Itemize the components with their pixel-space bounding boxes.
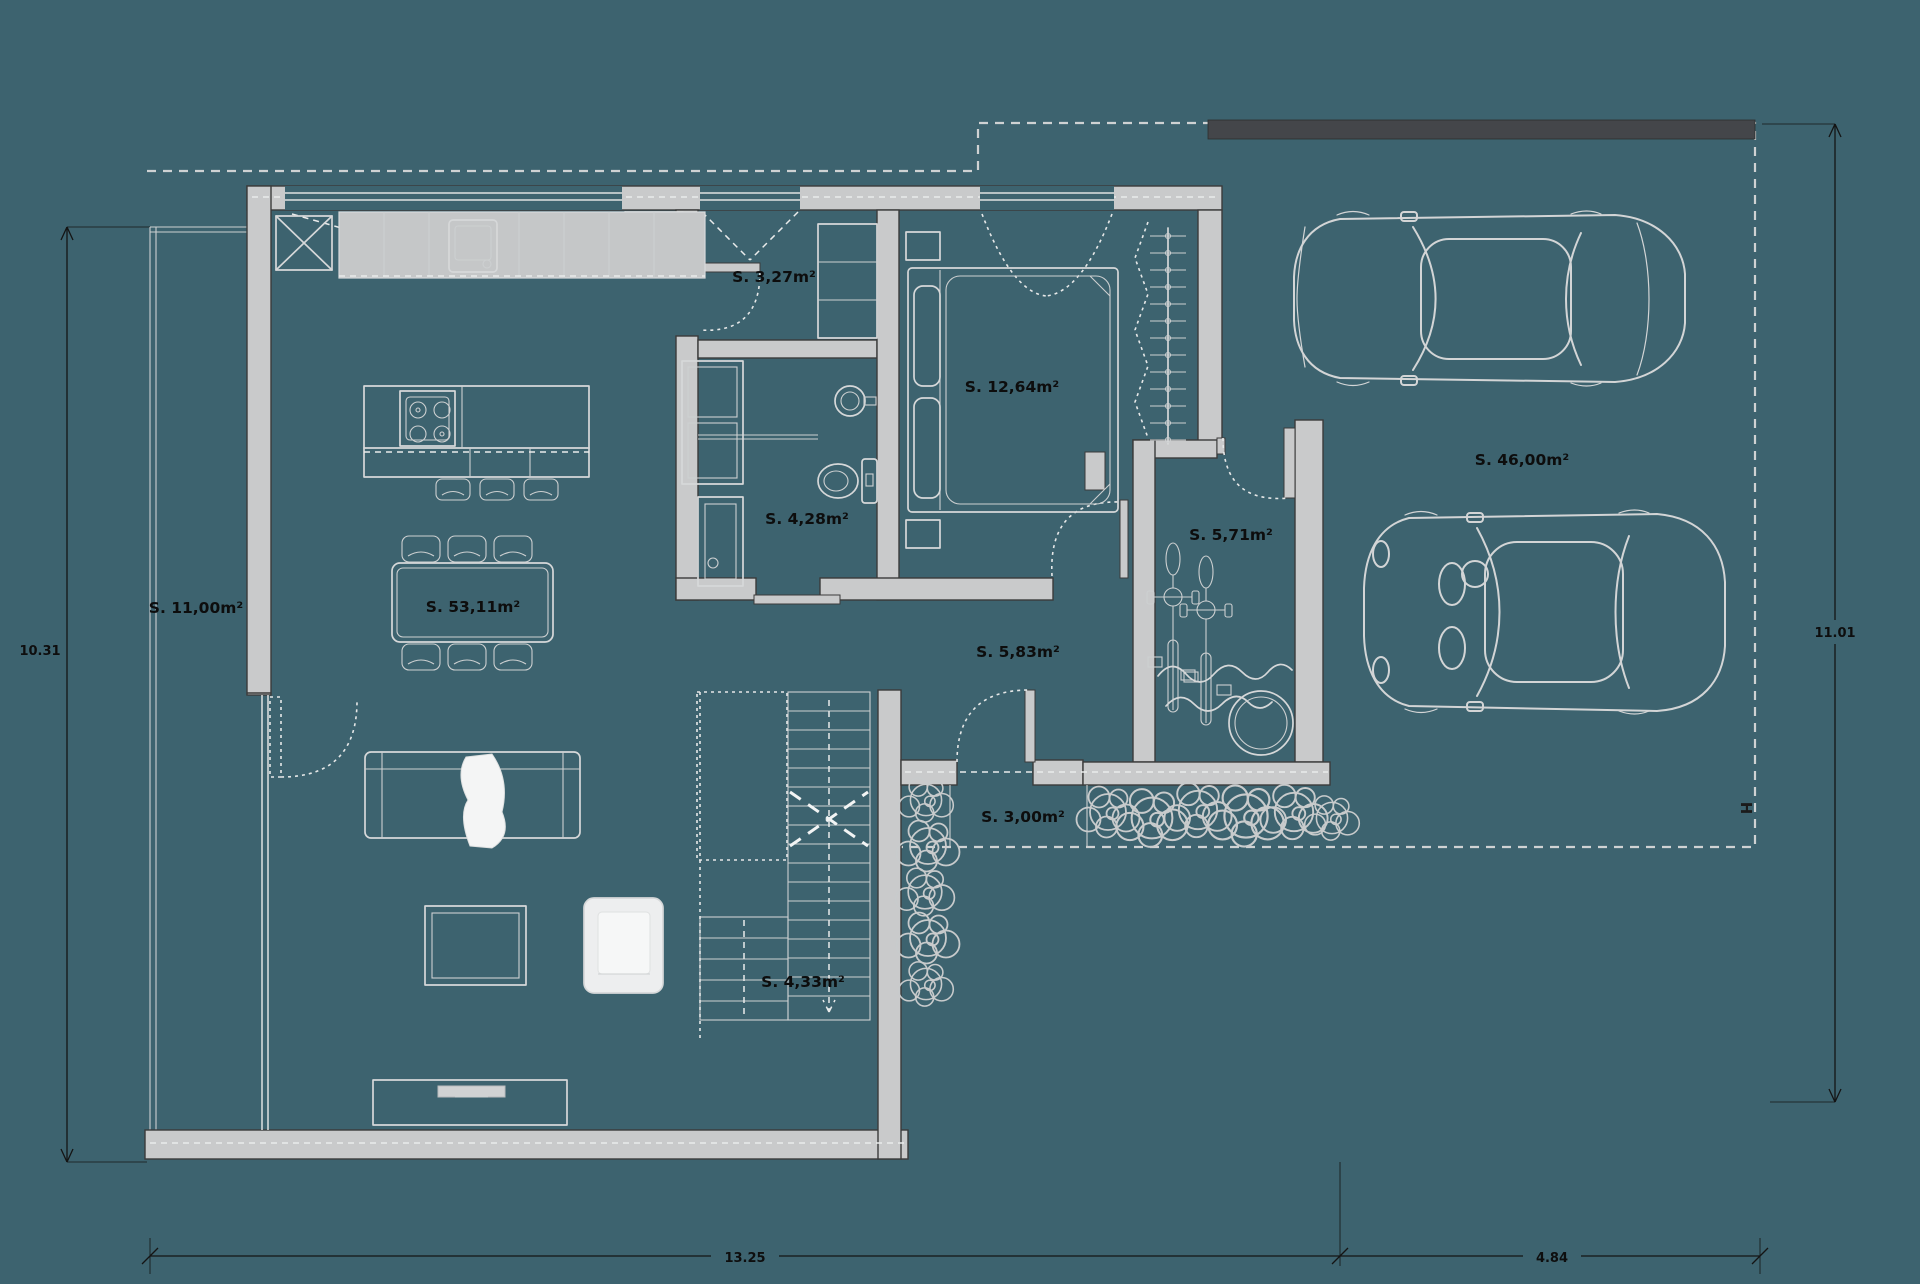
folding-door [1134, 221, 1149, 439]
wall-wardrobe-east [1197, 209, 1223, 449]
armchair [583, 897, 664, 994]
dining-set: S. 53,11m² [391, 535, 554, 671]
dimension-bottom-left-label: 13.25 [724, 1251, 765, 1266]
wall-west [246, 185, 272, 696]
bed [907, 267, 1119, 513]
wall-bath-south-a [675, 577, 757, 601]
terrace-area-label: S. 11,00m² [149, 599, 243, 617]
tv-stand [372, 1079, 568, 1126]
hallway-area-label: S. 5,83m² [976, 643, 1060, 661]
bedroom-door-leaf [1119, 499, 1129, 579]
wall-stair-east [877, 689, 902, 1160]
storage-door-arc [1222, 437, 1290, 500]
gate-post-marker: H [1737, 802, 1755, 815]
closet-shelves [817, 223, 878, 339]
wall-storage-east [1294, 419, 1324, 763]
bedroom: S. 12,64m² [905, 231, 1119, 549]
terrace: S. 11,00m² [149, 226, 247, 1130]
bathroom: S. 4,28m² [681, 360, 878, 587]
dimension-bottom-right-label: 4.84 [1536, 1251, 1568, 1266]
wardrobe [1134, 221, 1186, 445]
wall-central [876, 209, 900, 601]
terrace-door-arc [280, 700, 358, 778]
wall-hall-south [1082, 761, 1331, 786]
storage-door-leaf [1283, 427, 1296, 499]
hose-icon [1157, 663, 1293, 683]
staircase: S. 4,33m² [696, 691, 871, 1040]
bedroom-door-arc [1051, 501, 1121, 577]
driveway-gate-bar [1207, 119, 1756, 140]
living-area-label: S. 53,11m² [426, 598, 520, 616]
dining-table [391, 562, 554, 643]
throw-blanket-icon [460, 753, 506, 849]
hangers [1150, 232, 1186, 444]
dimension-left-label: 10.31 [19, 644, 60, 659]
wall-bath-south-b [819, 577, 1054, 601]
window-swing-arc [981, 213, 1047, 297]
entrance: S. 3,00m² [894, 777, 1361, 1007]
terrace-door-leaf [269, 696, 282, 778]
basin-icon [1228, 690, 1294, 756]
tv-icon [437, 1085, 506, 1098]
wall-column-hall [1084, 451, 1106, 491]
bedside-bench [905, 231, 941, 261]
wall-jamb-garage-door [1216, 437, 1226, 455]
vanity-cabinet [681, 360, 744, 485]
toilet-icon [817, 458, 878, 504]
sofa [364, 751, 581, 849]
living-room [364, 751, 664, 1126]
bedside-bench [905, 519, 941, 549]
kitchen-counter [338, 211, 706, 279]
shaft-column-left [275, 215, 333, 271]
storage-area-label: S. 5,71m² [1189, 526, 1273, 544]
front-door-arc [956, 689, 1030, 763]
kitchen [275, 211, 706, 501]
car-icon-top [1293, 210, 1686, 387]
hose-icon [1165, 695, 1273, 712]
storage-room: S. 5,71m² [1146, 526, 1294, 756]
car-icon-bottom [1363, 509, 1726, 715]
stove-icon [399, 390, 456, 447]
window-swing-arc [1045, 213, 1113, 297]
kitchen-island [363, 385, 590, 478]
garage: S. 46,00m² [1293, 210, 1726, 715]
closet-door-arc [699, 271, 761, 331]
wall-closet-south [697, 339, 878, 359]
bathroom-sliding-door [753, 594, 841, 605]
bathroom-area-label: S. 4,28m² [765, 510, 849, 528]
porch-area-label: S. 3,00m² [981, 808, 1065, 826]
property-outline: H [147, 119, 1757, 849]
stair-break-cross [789, 790, 869, 848]
kitchen-sink-icon [448, 219, 498, 273]
dimension-lines: 10.31 11.01 13.25 4.84 [19, 123, 1864, 1274]
front-door-leaf [1024, 689, 1036, 763]
hallway: S. 5,83m² [976, 643, 1060, 661]
wall-storage-west [1132, 439, 1156, 763]
bedroom-area-label: S. 12,64m² [965, 378, 1059, 396]
wall-bath-west [675, 335, 699, 601]
curtain-dash [701, 211, 751, 261]
coffee-table [424, 905, 527, 986]
shower-icon [697, 496, 744, 587]
pillow [913, 397, 941, 499]
dimension-right-label: 11.01 [1814, 626, 1855, 641]
pillow [913, 285, 941, 387]
stair-void-outline [696, 691, 788, 861]
wall-bottom [144, 1129, 909, 1160]
staircase-area-label: S. 4,33m² [761, 973, 845, 991]
curtain-dash [749, 211, 799, 261]
washbasin-icon [834, 385, 877, 417]
closet: S. 3,27m² [732, 223, 878, 339]
closet-area-label: S. 3,27m² [732, 268, 816, 286]
garage-area-label: S. 46,00m² [1475, 451, 1569, 469]
